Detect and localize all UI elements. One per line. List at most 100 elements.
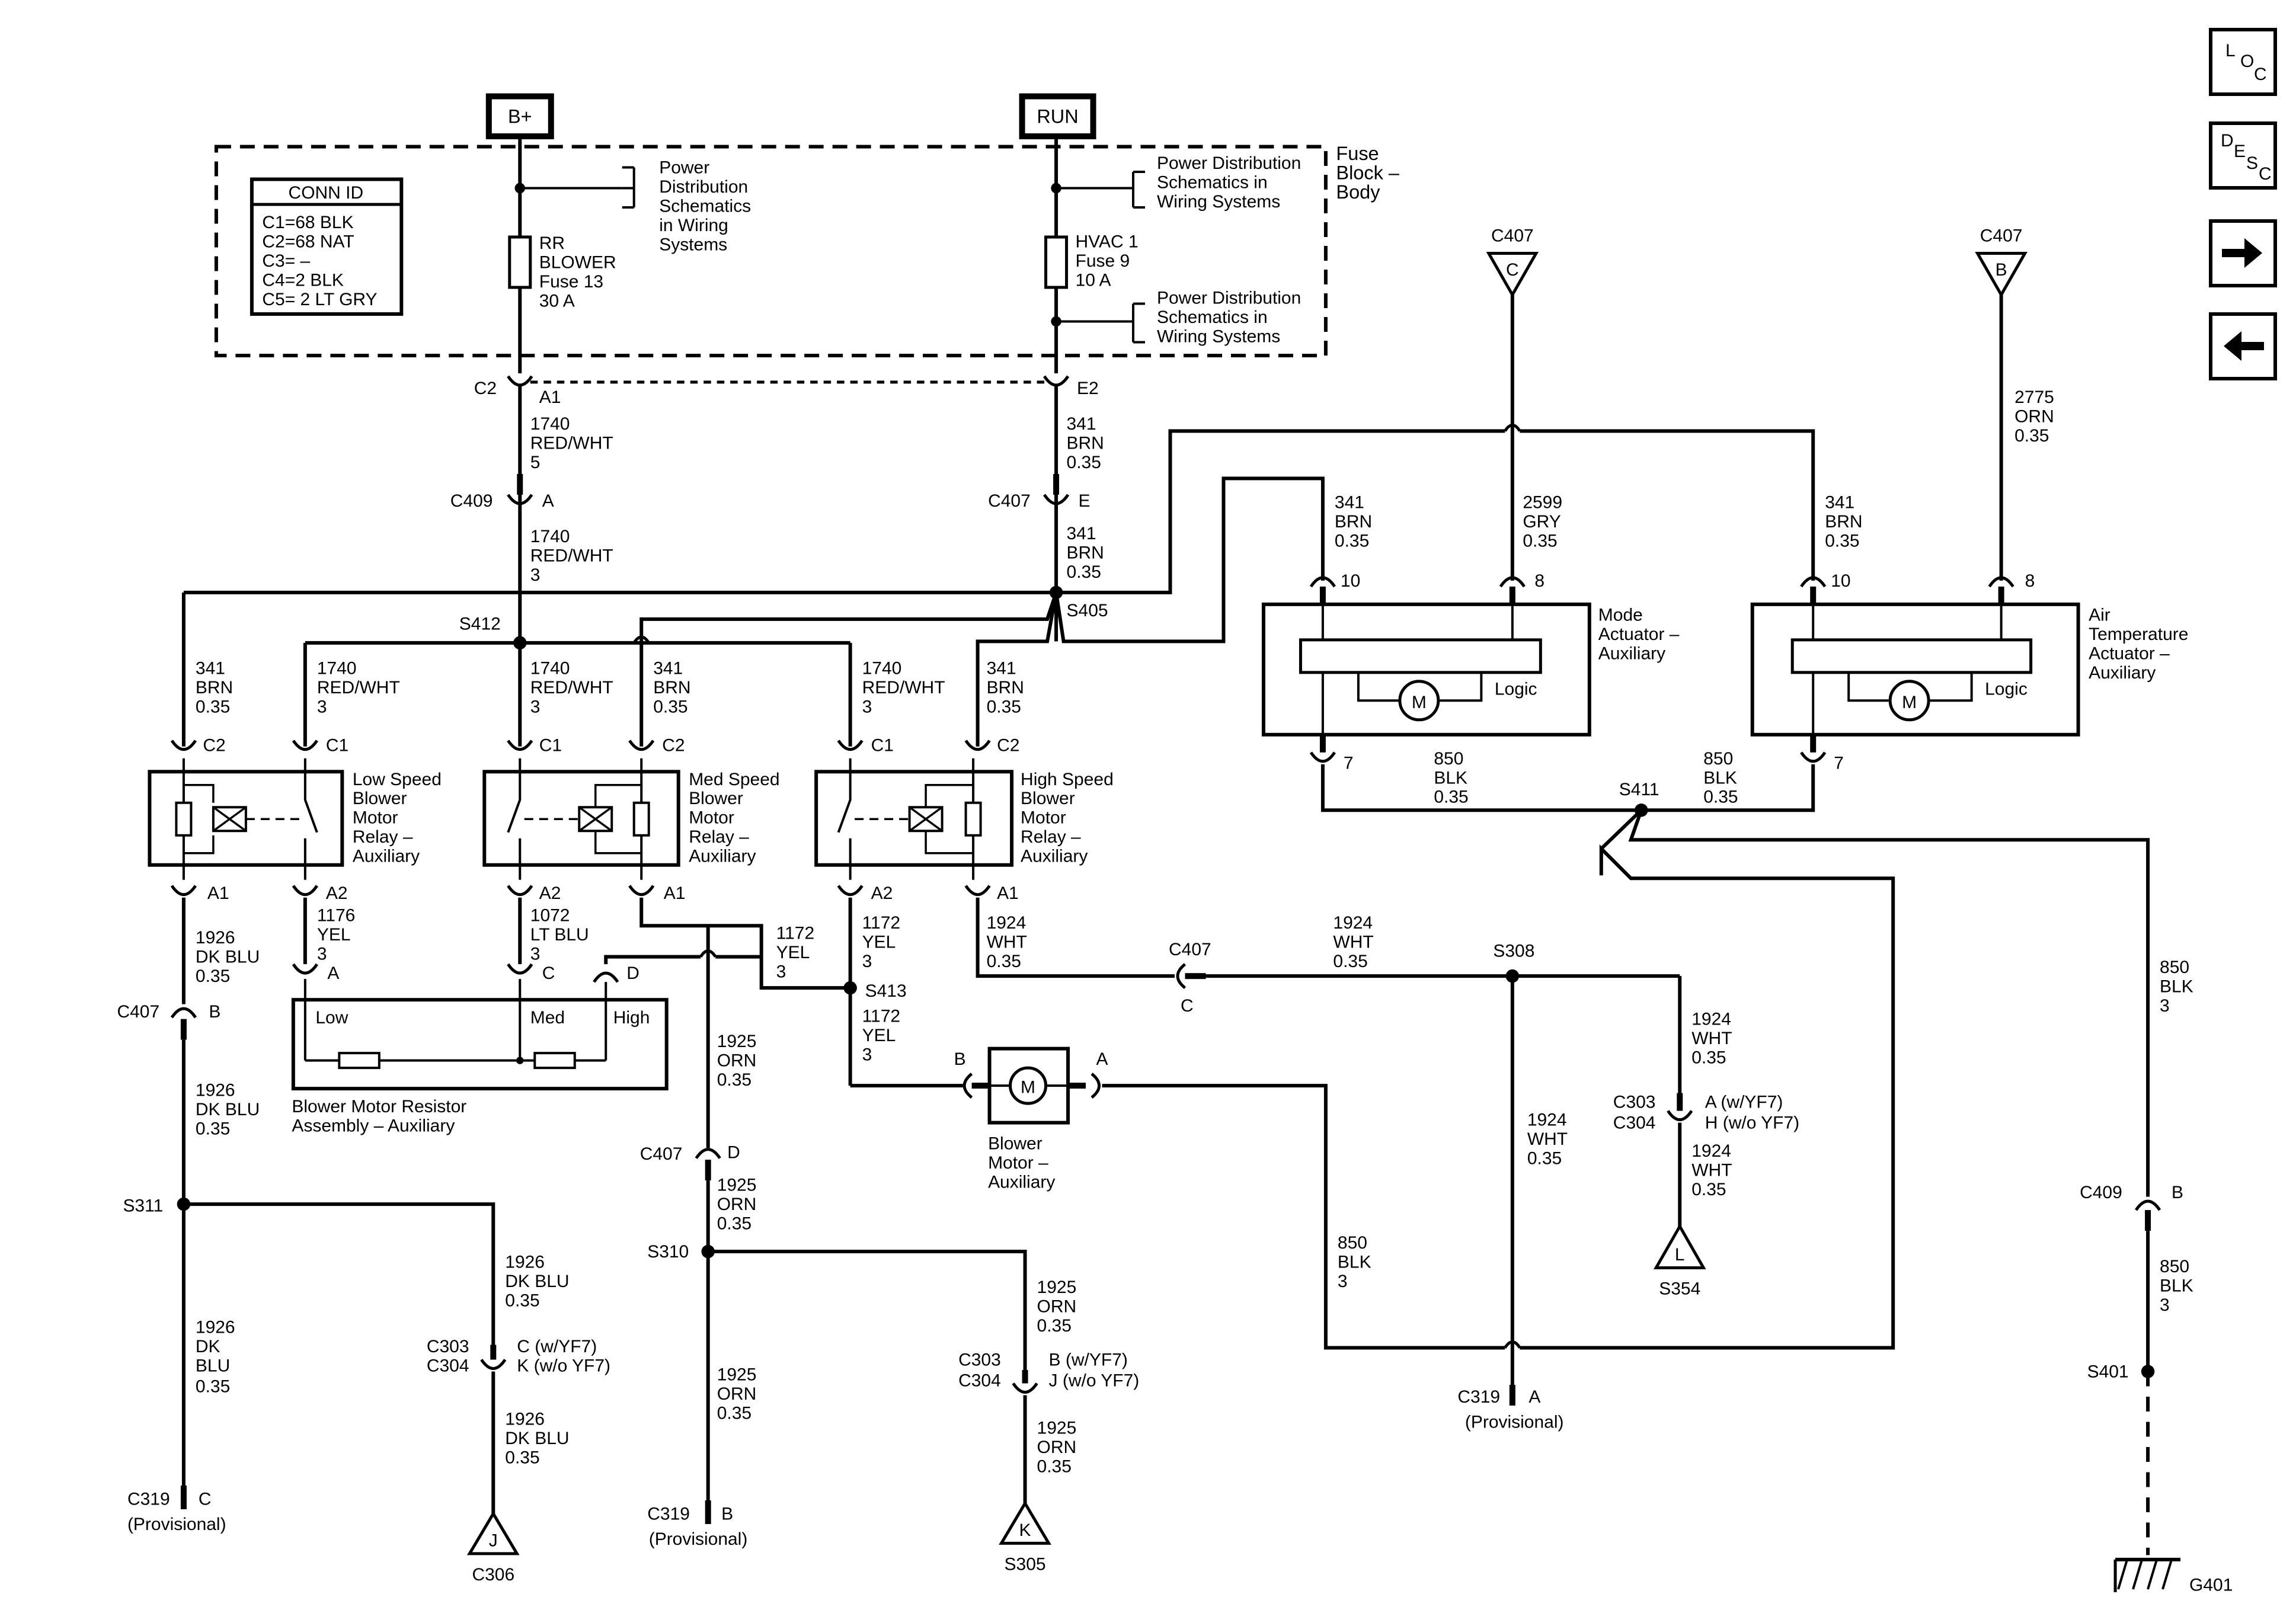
svg-text:C (w/YF7): C (w/YF7) bbox=[517, 1337, 597, 1356]
med-speed-relay-label: Med Speed Blower Motor Relay – Auxiliary bbox=[689, 770, 779, 866]
splice-s413 bbox=[843, 981, 857, 995]
svg-text:S401: S401 bbox=[2087, 1362, 2129, 1382]
wire-label: 1925 ORN 0.35 bbox=[1037, 1418, 1077, 1476]
svg-text:1172: 1172 bbox=[862, 1007, 900, 1026]
svg-text:Auxiliary: Auxiliary bbox=[1598, 644, 1665, 663]
svg-text:850: 850 bbox=[1434, 749, 1463, 769]
air-temperature-actuator-label: Air Temperature Actuator – Auxiliary bbox=[2089, 605, 2188, 682]
svg-text:Fuse 13: Fuse 13 bbox=[539, 272, 603, 292]
mode-actuator-label: Mode Actuator – Auxiliary bbox=[1598, 605, 1680, 663]
svg-text:7: 7 bbox=[1344, 753, 1354, 773]
svg-text:C319: C319 bbox=[647, 1504, 690, 1523]
svg-text:WHT: WHT bbox=[1691, 1029, 1732, 1048]
svg-text:RED/WHT: RED/WHT bbox=[530, 433, 613, 453]
svg-text:0.35: 0.35 bbox=[1335, 531, 1369, 550]
svg-text:A (w/YF7): A (w/YF7) bbox=[1705, 1093, 1783, 1112]
air-temperature-actuator: 10 8 M Logic 7 bbox=[1750, 571, 2080, 773]
svg-text:BLU: BLU bbox=[196, 1356, 230, 1376]
svg-text:Auxiliary: Auxiliary bbox=[988, 1173, 1055, 1192]
svg-text:Relay –: Relay – bbox=[353, 827, 413, 847]
desc-button[interactable]: D E S C bbox=[2209, 121, 2277, 190]
svg-text:C409: C409 bbox=[450, 491, 493, 511]
wire-label: 1924 WHT 0.35 bbox=[987, 913, 1027, 971]
loc-button[interactable]: L O C bbox=[2209, 28, 2277, 96]
splice-s311 bbox=[177, 1197, 191, 1211]
svg-text:30 A: 30 A bbox=[539, 291, 575, 311]
svg-text:3: 3 bbox=[530, 565, 541, 585]
svg-text:0.35: 0.35 bbox=[1067, 453, 1101, 472]
wire-label: 1172 YEL 3 1172 YEL 3 bbox=[862, 913, 900, 1064]
svg-text:J (w/o YF7): J (w/o YF7) bbox=[1049, 1371, 1140, 1390]
svg-text:ORN: ORN bbox=[717, 1384, 757, 1404]
wire-label: 1926 DK BLU 0.35 bbox=[196, 1318, 235, 1397]
svg-text:C319: C319 bbox=[1457, 1387, 1500, 1407]
svg-text:850: 850 bbox=[1338, 1233, 1367, 1253]
svg-text:3: 3 bbox=[530, 697, 541, 716]
svg-text:A2: A2 bbox=[539, 884, 561, 903]
svg-text:0.35: 0.35 bbox=[196, 697, 230, 716]
svg-text:K (w/o YF7): K (w/o YF7) bbox=[517, 1356, 610, 1376]
svg-text:850: 850 bbox=[1703, 749, 1733, 769]
svg-text:C407: C407 bbox=[640, 1144, 683, 1164]
svg-text:Motor –: Motor – bbox=[988, 1153, 1048, 1173]
wire-label: 850 BLK 3 bbox=[1338, 1233, 1371, 1291]
prev-page-button[interactable] bbox=[2209, 312, 2277, 380]
svg-text:1740: 1740 bbox=[530, 527, 570, 546]
svg-text:C303: C303 bbox=[958, 1350, 1001, 1370]
b-plus-source: B+ bbox=[485, 93, 554, 140]
svg-text:341: 341 bbox=[196, 658, 225, 678]
svg-text:A: A bbox=[542, 491, 554, 511]
svg-text:1924: 1924 bbox=[1691, 1010, 1731, 1029]
svg-text:E: E bbox=[1079, 491, 1091, 511]
svg-text:C2: C2 bbox=[474, 379, 497, 398]
svg-text:Auxiliary: Auxiliary bbox=[2089, 663, 2156, 683]
svg-text:S354: S354 bbox=[1659, 1279, 1700, 1299]
svg-text:B+: B+ bbox=[508, 106, 532, 127]
svg-text:0.35: 0.35 bbox=[2014, 426, 2049, 446]
svg-text:0.35: 0.35 bbox=[717, 1070, 752, 1090]
svg-text:B: B bbox=[721, 1504, 733, 1523]
svg-text:B: B bbox=[209, 1002, 220, 1022]
svg-text:1926: 1926 bbox=[196, 1318, 235, 1337]
svg-text:Motor: Motor bbox=[353, 808, 398, 828]
loc-letter: O bbox=[2240, 52, 2255, 71]
desc-letter: C bbox=[2259, 164, 2272, 184]
svg-text:S411: S411 bbox=[1619, 780, 1659, 799]
conn-id-line: C2=68 NAT bbox=[262, 232, 354, 251]
svg-text:Wiring Systems: Wiring Systems bbox=[1157, 327, 1280, 346]
power-dist-right-top-label: Power Distribution Schematics in Wiring … bbox=[1157, 153, 1301, 212]
svg-text:YEL: YEL bbox=[862, 1026, 896, 1045]
conn-id-line: C4=2 BLK bbox=[262, 270, 344, 290]
svg-text:341: 341 bbox=[1067, 414, 1096, 434]
svg-text:DK BLU: DK BLU bbox=[196, 948, 260, 967]
wire-label: 1072 LT BLU 3 bbox=[530, 906, 589, 964]
svg-text:C407: C407 bbox=[1169, 940, 1211, 959]
resistor-med-label: Med bbox=[530, 1008, 565, 1028]
ref-triangle-k: K S305 bbox=[999, 1500, 1051, 1574]
svg-text:ORN: ORN bbox=[1037, 1297, 1077, 1317]
svg-text:3: 3 bbox=[776, 962, 786, 982]
svg-text:Actuator –: Actuator – bbox=[1598, 625, 1680, 644]
svg-text:Blower: Blower bbox=[353, 789, 407, 808]
svg-text:341: 341 bbox=[987, 658, 1016, 678]
svg-text:Relay –: Relay – bbox=[689, 827, 749, 847]
svg-text:1740: 1740 bbox=[530, 658, 570, 678]
svg-text:BRN: BRN bbox=[987, 678, 1024, 697]
svg-text:M: M bbox=[1021, 1078, 1035, 1097]
next-page-button[interactable] bbox=[2209, 219, 2277, 287]
svg-text:BRN: BRN bbox=[1067, 433, 1104, 453]
svg-text:Logic: Logic bbox=[1495, 679, 1537, 699]
svg-text:C: C bbox=[1181, 996, 1194, 1016]
svg-text:3: 3 bbox=[2160, 996, 2170, 1016]
svg-text:BLK: BLK bbox=[1338, 1253, 1371, 1272]
svg-text:1172: 1172 bbox=[776, 924, 814, 943]
svg-text:BLK: BLK bbox=[1434, 768, 1467, 788]
svg-text:RR: RR bbox=[539, 233, 565, 253]
svg-text:3: 3 bbox=[862, 697, 872, 716]
svg-text:BLK: BLK bbox=[2160, 1276, 2193, 1296]
svg-text:Motor: Motor bbox=[689, 808, 734, 828]
relay-bottom-connectors: A1 A2 A2 A1 A2 A1 bbox=[170, 884, 1019, 903]
svg-text:0.35: 0.35 bbox=[1067, 562, 1101, 582]
conn-id-line: C1=68 BLK bbox=[262, 213, 353, 232]
svg-text:C304: C304 bbox=[958, 1371, 1001, 1390]
